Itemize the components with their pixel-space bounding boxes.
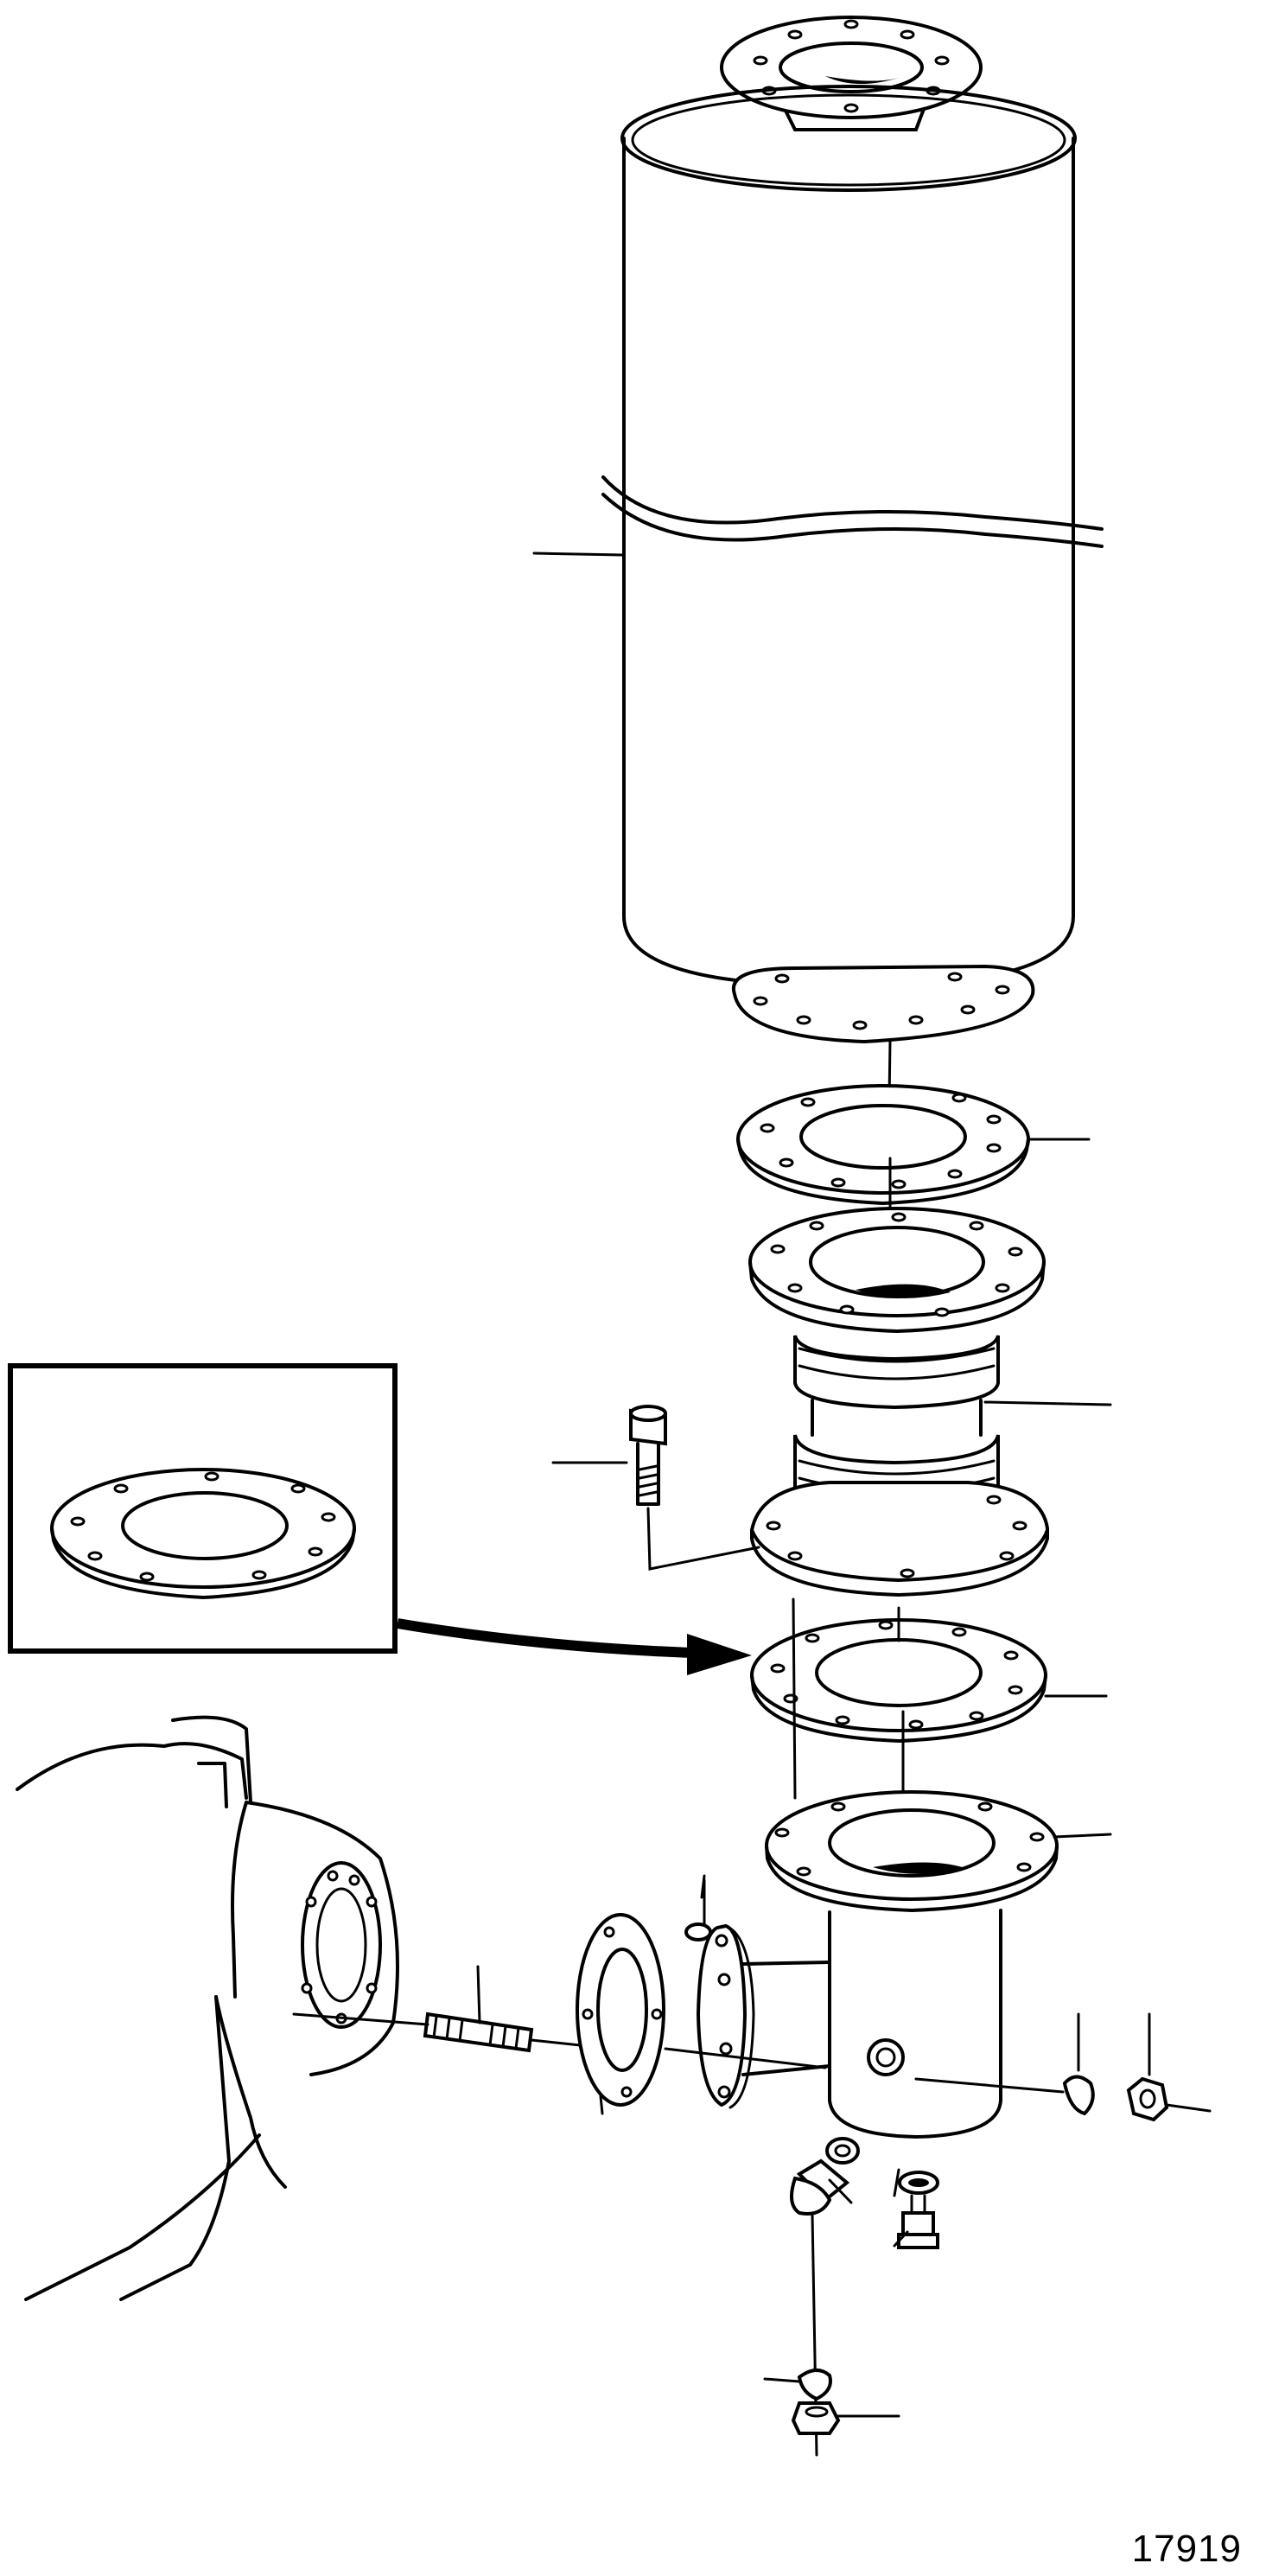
hex-bolt [629,1405,760,1571]
figure-number: 17919 [1131,2528,1242,2570]
leader-lines [476,552,1151,2418]
detail-inset [8,1363,398,1654]
outlet-elbow [696,1790,1059,2139]
silencer-bottom-flange [731,964,1035,1044]
threaded-stud [292,2012,598,2053]
small-screw [684,1878,712,1942]
sealing-washer-right [898,2171,939,2195]
gasket-upper [736,1084,1030,1205]
spring-washer [1062,2075,1095,2116]
silencer-top-flange [720,16,983,131]
lower-spring-washer [797,2369,832,2401]
bellows-upper-flange [748,1207,1046,1333]
round-flange-gasket [576,1913,827,2107]
hex-nut-right [1126,2076,1169,2122]
silencer-cylinder [601,85,1104,989]
hex-nut-bottom [791,2401,841,2435]
bellows-lower-flange [750,1481,1049,1597]
detail-arrow [397,1618,752,1675]
drain-screw-right [897,2194,939,2249]
engine-housing [16,1715,399,2301]
drain-plug [790,2137,860,2216]
